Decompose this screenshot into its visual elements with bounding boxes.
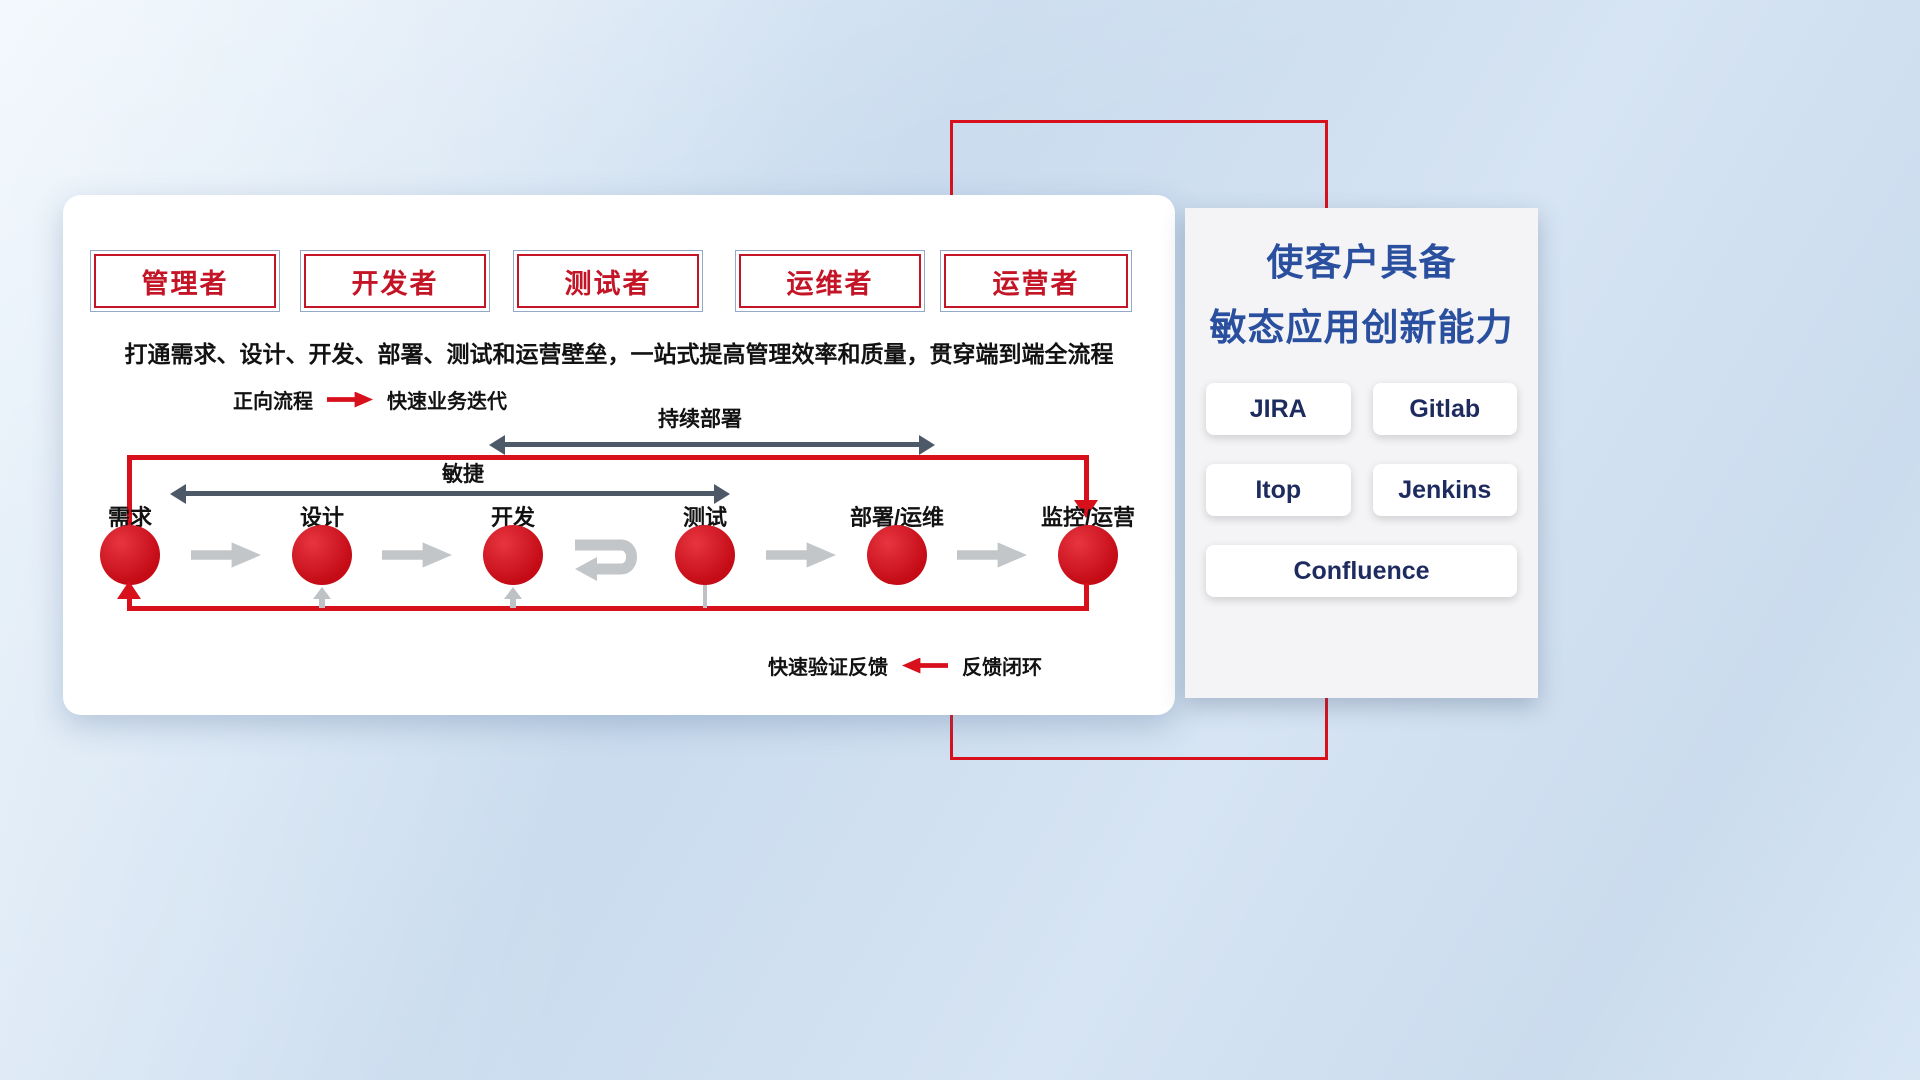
forward-legend: 正向流程 快速业务迭代	[233, 385, 507, 414]
feedback-legend: 快速验证反馈 反馈闭环	[768, 651, 1042, 680]
feedback-tap-stem	[319, 598, 325, 608]
capability-panel: 使客户具备 敏态应用创新能力 JIRA Gitlab Itop Jenkins …	[1185, 208, 1538, 698]
flow-arrow-icon	[382, 542, 452, 568]
role-box-operator: 运营者	[940, 250, 1132, 312]
agile-label: 敏捷	[442, 463, 484, 486]
forward-loop-left-line	[127, 455, 132, 529]
agile-arrow-icon	[185, 491, 715, 496]
tool-gitlab: Gitlab	[1372, 383, 1517, 436]
continuous-deployment-label: 持续部署	[658, 408, 742, 431]
role-label: 开发者	[304, 254, 486, 308]
node-circle-develop	[483, 525, 543, 585]
feedback-loop-left-line	[127, 597, 132, 609]
node-circle-monitor-operate	[1058, 525, 1118, 585]
feedback-tap-stem	[510, 598, 516, 608]
role-box-manager: 管理者	[90, 250, 280, 312]
iteration-loop-icon	[575, 539, 637, 581]
test-feedback-drop-line	[703, 585, 707, 608]
forward-loop-top-line	[127, 455, 1089, 460]
role-label: 管理者	[94, 254, 276, 308]
feedback-arrow-icon	[902, 658, 948, 674]
node-circle-design	[292, 525, 352, 585]
flow-arrow-icon	[766, 542, 836, 568]
headline: 打通需求、设计、开发、部署、测试和运营壁垒，一站式提高管理效率和质量，贯穿端到端…	[124, 341, 1114, 367]
feedback-tap-arrow-icon	[313, 587, 331, 599]
feedback-loop-bottom-line	[127, 606, 1089, 611]
feedback-tap-arrow-icon	[504, 587, 522, 599]
forward-legend-value: 快速业务迭代	[387, 391, 507, 413]
forward-loop-right-line	[1084, 455, 1089, 503]
devops-card: 管理者 开发者 测试者 运维者 运营者 打通需求、设计、开发、部署、测试和运营壁…	[63, 195, 1175, 715]
node-circle-deploy-ops	[867, 525, 927, 585]
tool-list: JIRA Gitlab Itop Jenkins Confluence	[1206, 383, 1517, 598]
continuous-deployment-arrow-icon	[504, 442, 920, 447]
role-box-developer: 开发者	[300, 250, 490, 312]
flow-arrow-icon	[191, 542, 261, 568]
forward-legend-label: 正向流程	[233, 391, 313, 413]
panel-title-line2: 敏态应用创新能力	[1209, 306, 1514, 348]
flow-arrow-icon	[957, 542, 1027, 568]
feedback-legend-value: 反馈闭环	[962, 657, 1042, 679]
panel-title-line1: 使客户具备	[1266, 242, 1457, 283]
forward-arrow-icon	[327, 391, 373, 408]
role-box-tester: 测试者	[513, 250, 703, 312]
feedback-loop-right-line	[1084, 583, 1089, 611]
tool-itop: Itop	[1206, 464, 1351, 517]
role-label: 测试者	[517, 254, 699, 308]
role-label: 运营者	[944, 254, 1128, 308]
tool-jenkins: Jenkins	[1372, 464, 1517, 517]
node-circle-test	[675, 525, 735, 585]
role-box-ops: 运维者	[735, 250, 925, 312]
forward-loop-arrowhead-icon	[1074, 500, 1098, 518]
feedback-legend-label: 快速验证反馈	[768, 657, 888, 679]
node-circle-requirement	[100, 525, 160, 585]
feedback-loop-arrowhead-icon	[117, 581, 141, 599]
role-label: 运维者	[739, 254, 921, 308]
tool-confluence: Confluence	[1206, 545, 1517, 598]
tool-jira: JIRA	[1206, 383, 1351, 436]
